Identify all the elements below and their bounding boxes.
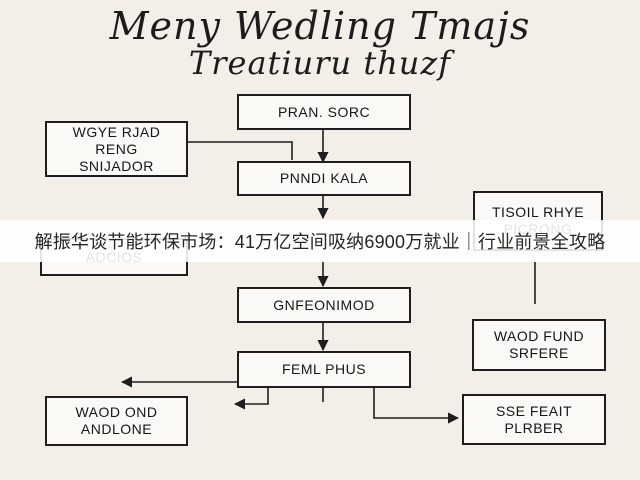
node-waod-fund[interactable]: WAOD FUND SRFERE [472, 319, 606, 371]
node-waod-ond[interactable]: WAOD OND ANDLONE [45, 396, 188, 446]
node-wgye-rjad[interactable]: WGYE RJAD RENG SNIJADOR [45, 121, 188, 177]
headline-banner: 解振华谈节能环保市场：41万亿空间吸纳6900万就业｜行业前景全攻略 [0, 220, 640, 262]
node-pran-sorc[interactable]: PRAN. SORC [237, 94, 411, 130]
edge-feml-to-sse [373, 388, 460, 424]
node-pnndi-kala[interactable]: PNNDI KALA [237, 161, 411, 196]
edge-feml-to-waod-ond [233, 388, 269, 410]
node-sse-feait[interactable]: SSE FEAIT PLRBER [462, 394, 606, 445]
diagram-title-line-1: Meny Wedling Tmajs [109, 4, 531, 48]
diagram-title-line-2: Treatiuru thuzf [188, 44, 452, 82]
node-feml-phus[interactable]: FEML PHUS [237, 351, 411, 388]
node-gnfeonimod[interactable]: GNFEONIMOD [237, 287, 411, 323]
edge-wgye-to-pnndi [188, 141, 293, 160]
headline-text: 解振华谈节能环保市场：41万亿空间吸纳6900万就业｜行业前景全攻略 [34, 232, 606, 252]
